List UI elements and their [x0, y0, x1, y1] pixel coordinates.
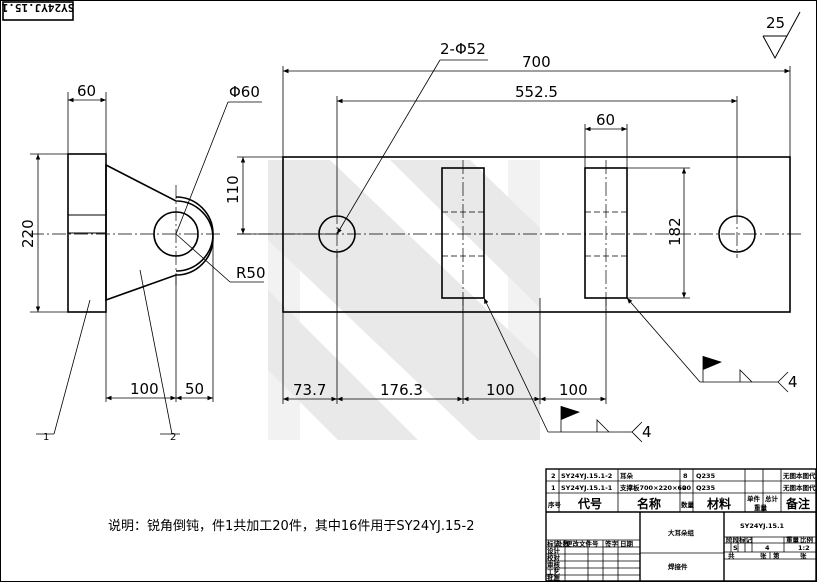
balloon-part-1: 1	[43, 432, 49, 443]
bom-row1-remark: 无图本图代	[782, 483, 816, 492]
dim-pos-a: 73.7	[293, 381, 326, 399]
bom-header-weight: 重量	[754, 503, 768, 512]
roughness-value: 25	[766, 14, 785, 32]
tb-left-label-1: 标记	[546, 539, 561, 548]
tb-left-label-3: 更改文件号	[566, 539, 599, 548]
bom-row1-qty: 20	[682, 484, 692, 492]
dim-slot-width: 60	[596, 111, 615, 129]
watermark-logo	[268, 160, 540, 440]
bom-row1-seq: 1	[551, 484, 556, 492]
tb-right-stage: 阶段标记	[726, 535, 753, 544]
dim-pos-b: 176.3	[380, 381, 423, 399]
weld-upper-size: 4	[788, 373, 798, 391]
tb-scale: 1:2	[798, 544, 810, 552]
dim-pos-c: 100	[486, 381, 515, 399]
tb-row-approve: 批准	[547, 573, 561, 582]
drawing-number-stamp: SY24YJ.15.1	[1, 1, 74, 21]
bom-header-name: 名称	[637, 496, 661, 511]
front-plate	[282, 156, 791, 313]
bom-header-remark: 备注	[785, 496, 810, 511]
tb-right-sheet: 张	[800, 551, 807, 560]
bom-header-total: 总计	[765, 494, 779, 503]
dim-side-len-b: 50	[185, 380, 204, 398]
tb-left-label-5: 日期	[620, 539, 634, 548]
dim-pos-d: 100	[559, 381, 588, 399]
dim-slot-height: 182	[666, 217, 684, 246]
tb-right-sheets: 张	[760, 551, 767, 560]
weld-symbol-lower: 4	[483, 297, 652, 443]
surface-roughness-symbol: 25	[762, 11, 801, 60]
bom-row2-remark: 无图本图代	[782, 471, 816, 480]
bom-row2-material: Q235	[696, 472, 716, 480]
tb-right-no: 第	[773, 551, 780, 560]
side-view: 60 Φ60 220 R50 100 50 1 2	[19, 82, 266, 443]
dim-total-len: 700	[522, 53, 551, 71]
tb-row-process: 工艺	[547, 567, 561, 576]
dim-hole-span: 552.5	[515, 83, 558, 101]
dim-plate-height: 110	[224, 175, 242, 204]
bom-header-code: 代号	[577, 496, 602, 511]
tb-row-review: 审核	[547, 560, 561, 569]
tb-left-label-2: 处数	[555, 539, 570, 548]
bom-row1-name: 支撑板700×220×60	[619, 483, 687, 492]
bom-row2-name: 耳朵	[620, 471, 634, 480]
bom-row1-material: Q235	[696, 484, 716, 492]
dim-side-len-a: 100	[130, 380, 159, 398]
tb-right-scale: 比例	[800, 535, 814, 544]
title-drawing-no: SY24YJ.15.1	[740, 522, 785, 530]
ear-section	[105, 163, 214, 302]
weld-symbol-upper: 4	[626, 297, 798, 393]
title-block: 2 SY24YJ.15.1-2 耳朵 8 Q235 无图本图代 1 SY24YJ…	[545, 468, 817, 582]
bom-header-seq: 序号	[547, 500, 562, 509]
stamp-text: SY24YJ.15.1	[1, 1, 74, 14]
tb-row-design: 设计	[547, 546, 561, 555]
tb-right-total: 共	[728, 551, 735, 560]
dim-side-width: 60	[77, 82, 96, 100]
assembly-name: 大耳朵组	[668, 528, 695, 537]
bom-row1-code: SY24YJ.15.1-1	[561, 484, 613, 492]
tb-sheet-qty: 4	[765, 544, 770, 552]
bom-header-material: 材料	[706, 496, 731, 511]
bom-row2-code: SY24YJ.15.1-2	[561, 472, 612, 480]
tb-stage-mark: S	[733, 544, 738, 552]
part-type: 焊接件	[668, 562, 688, 571]
balloon-part-2: 2	[170, 432, 176, 443]
bom-header-qty: 数量	[681, 500, 695, 509]
dim-holes: 2-Φ52	[440, 40, 486, 58]
tb-left-label-4: 签字	[604, 539, 619, 548]
tb-right-weight: 重量	[786, 535, 800, 544]
dim-radius: R50	[236, 264, 266, 282]
bom-row2-qty: 8	[683, 472, 688, 480]
drawing-note: 说明：锐角倒钝，件1共加工20件，其中16件用于SY24YJ.15-2	[108, 519, 475, 534]
bom-row2-seq: 2	[551, 472, 556, 480]
front-view: 2-Φ52 700 552.5 60 110 182	[224, 40, 802, 443]
tb-row-check: 校对	[547, 553, 561, 562]
bom-header-unit: 单件	[747, 494, 761, 503]
weld-lower-size: 4	[642, 423, 652, 441]
dim-hole-dia: Φ60	[229, 83, 260, 101]
dim-height: 220	[19, 219, 37, 248]
